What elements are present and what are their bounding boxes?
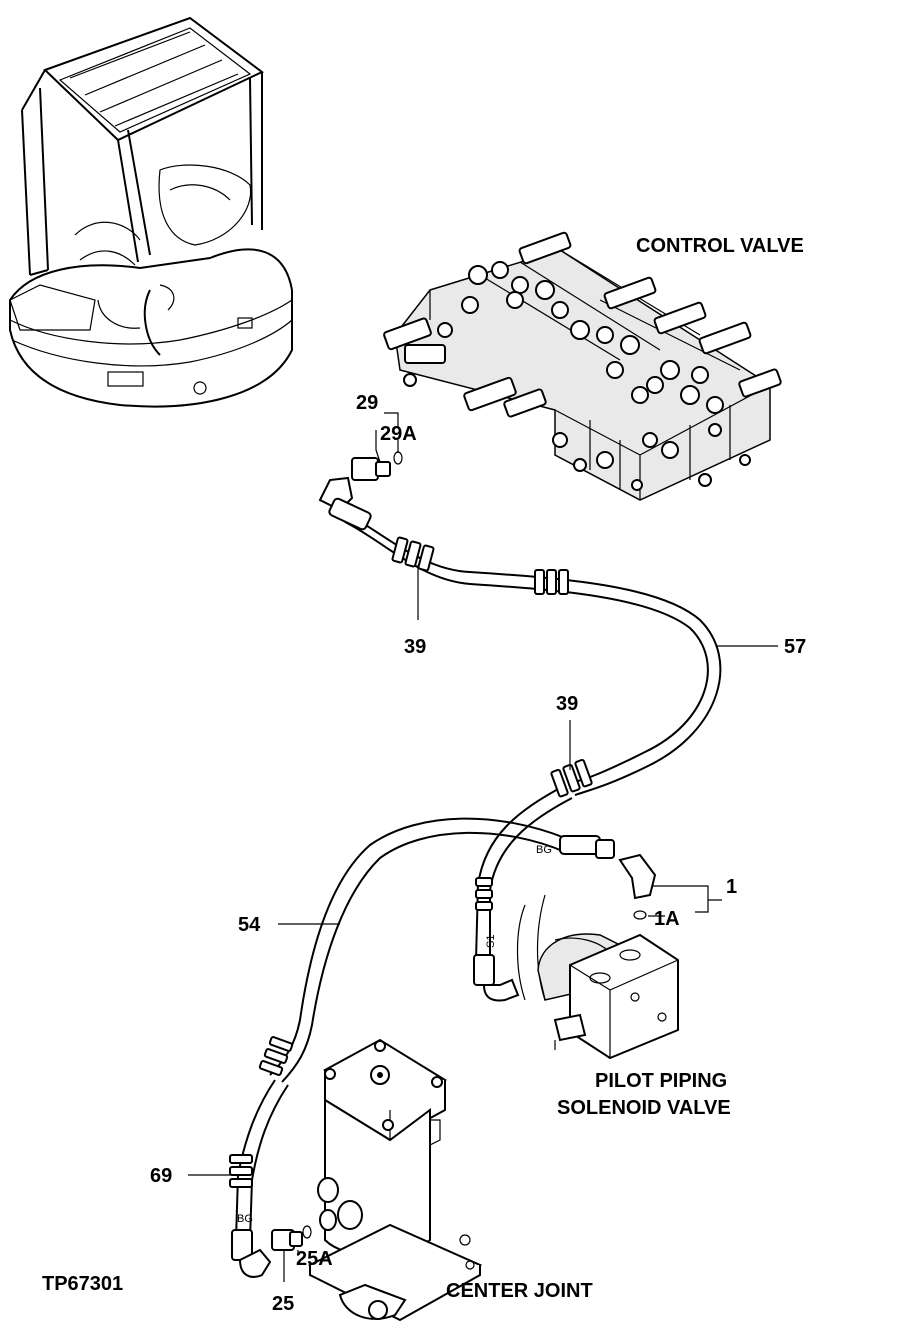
callout-29A: 29A — [380, 423, 417, 445]
fitting-25 — [271, 1225, 312, 1251]
solenoid-valve — [516, 894, 679, 1060]
label-control-valve: CONTROL VALVE — [636, 235, 804, 257]
callout-29: 29 — [356, 392, 378, 414]
hose-54 — [269, 817, 566, 1083]
label-center-joint: CENTER JOINT — [446, 1280, 593, 1302]
fitting-bg-lower — [231, 1229, 272, 1278]
fitting-s1-end — [473, 954, 520, 1002]
hose-mark-bg-lower: BG — [237, 1213, 253, 1225]
fitting-bg-end — [559, 835, 615, 859]
hose-mark-s1: S1 — [485, 935, 497, 948]
callout-25: 25 — [272, 1293, 294, 1315]
leader-lines — [188, 412, 778, 1282]
fitting-hose-end-upper — [328, 497, 372, 531]
figure-id: TP67301 — [42, 1273, 123, 1295]
label-pilot-piping: PILOT PIPING — [595, 1070, 727, 1092]
component-labels: CONTROL VALVE PILOT PIPING SOLENOID VALV… — [42, 235, 804, 1302]
hose-clamps — [229, 536, 593, 1188]
hose-mark-bg-upper: BG — [536, 844, 552, 856]
callout-numbers: 29 29A 39 57 39 1 1A 54 69 25A 25 — [150, 392, 806, 1315]
callout-39-mid: 39 — [556, 693, 578, 715]
callout-1: 1 — [726, 876, 737, 898]
hose-pilot-to-solenoid — [475, 787, 573, 961]
label-solenoid-valve: SOLENOID VALVE — [557, 1097, 731, 1119]
callout-39-top: 39 — [404, 636, 426, 658]
excavator-illustration — [9, 16, 293, 408]
callout-69: 69 — [150, 1165, 172, 1187]
fitting-1 — [618, 853, 657, 920]
hose-markings: BG S1 BG — [237, 844, 552, 1225]
callout-54: 54 — [238, 914, 261, 936]
callout-25A: 25A — [296, 1248, 333, 1270]
fitting-29 — [318, 451, 403, 512]
control-valve-assembly — [383, 231, 782, 501]
center-joint — [307, 1038, 483, 1322]
callout-1A: 1A — [654, 908, 680, 930]
callout-57: 57 — [784, 636, 806, 658]
